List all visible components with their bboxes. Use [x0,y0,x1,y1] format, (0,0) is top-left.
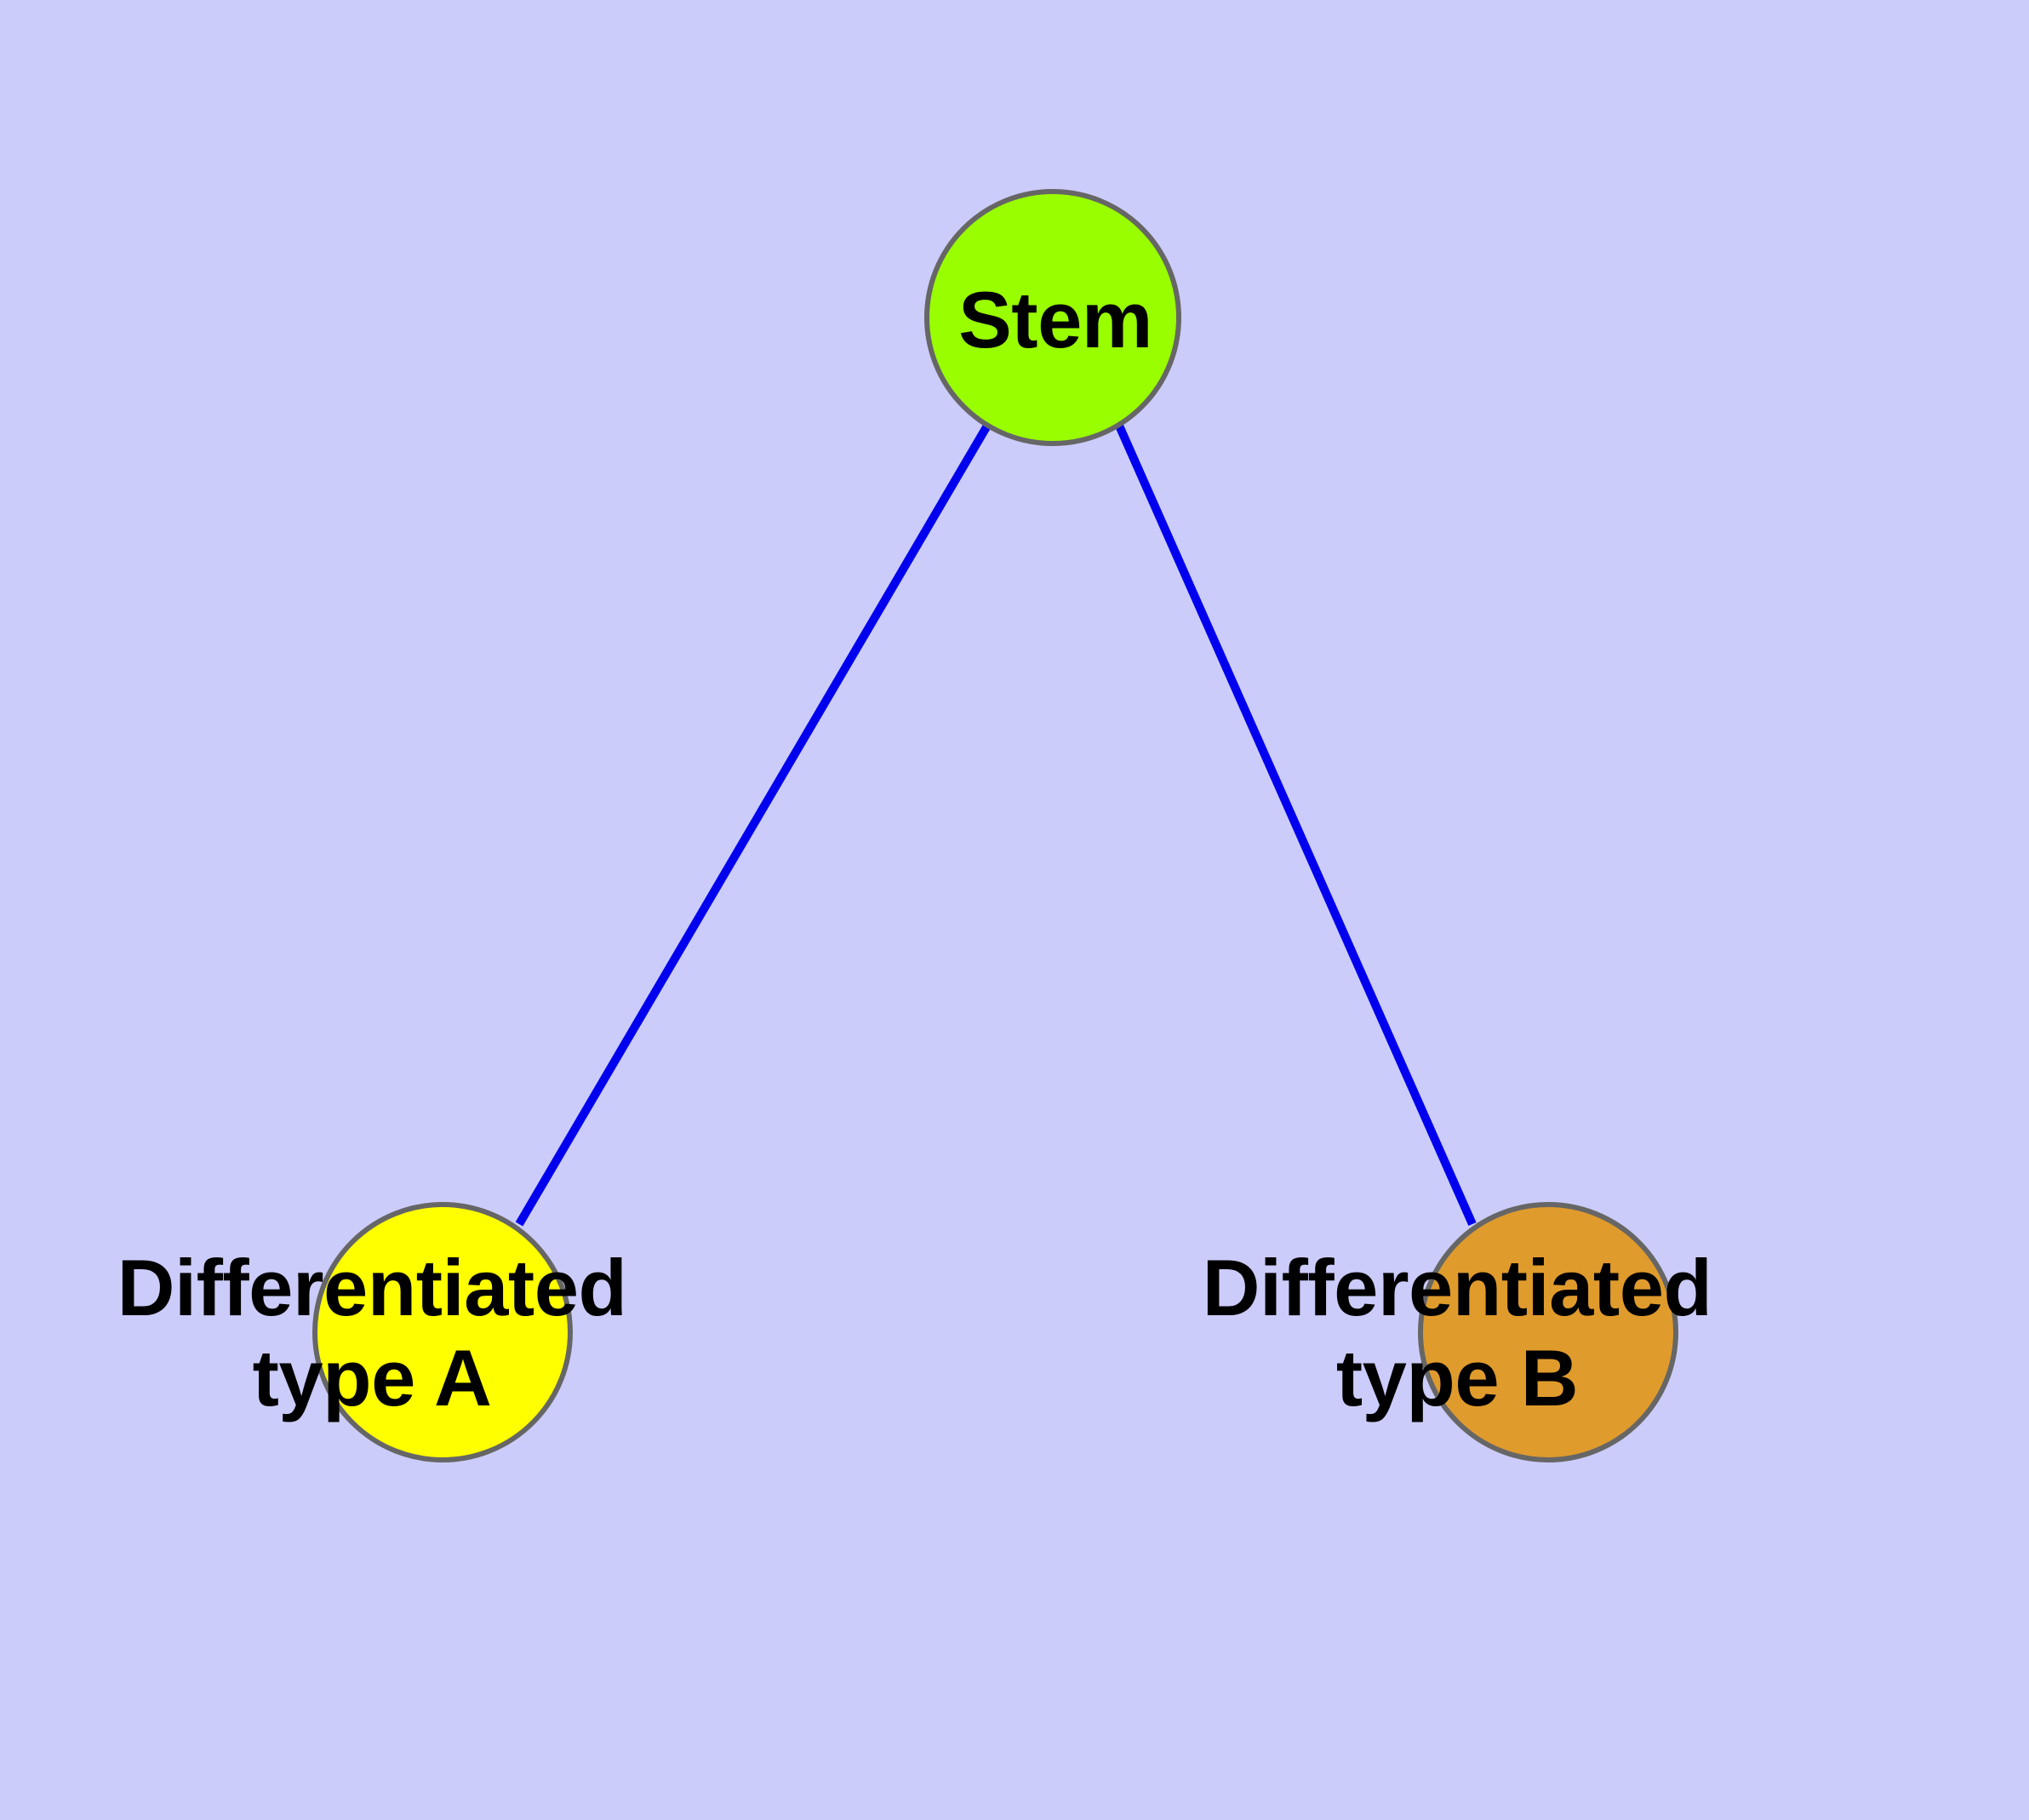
edge-stem-to-diff-a[interactable] [515,423,992,1227]
edge-layer [515,423,1477,1227]
node-differentiated-type-a[interactable] [312,1202,573,1462]
node-differentiated-type-b[interactable] [1418,1202,1678,1462]
edge-stem-to-diff-b[interactable] [1115,423,1477,1227]
node-stem[interactable] [924,189,1181,446]
node-layer [312,189,1678,1462]
